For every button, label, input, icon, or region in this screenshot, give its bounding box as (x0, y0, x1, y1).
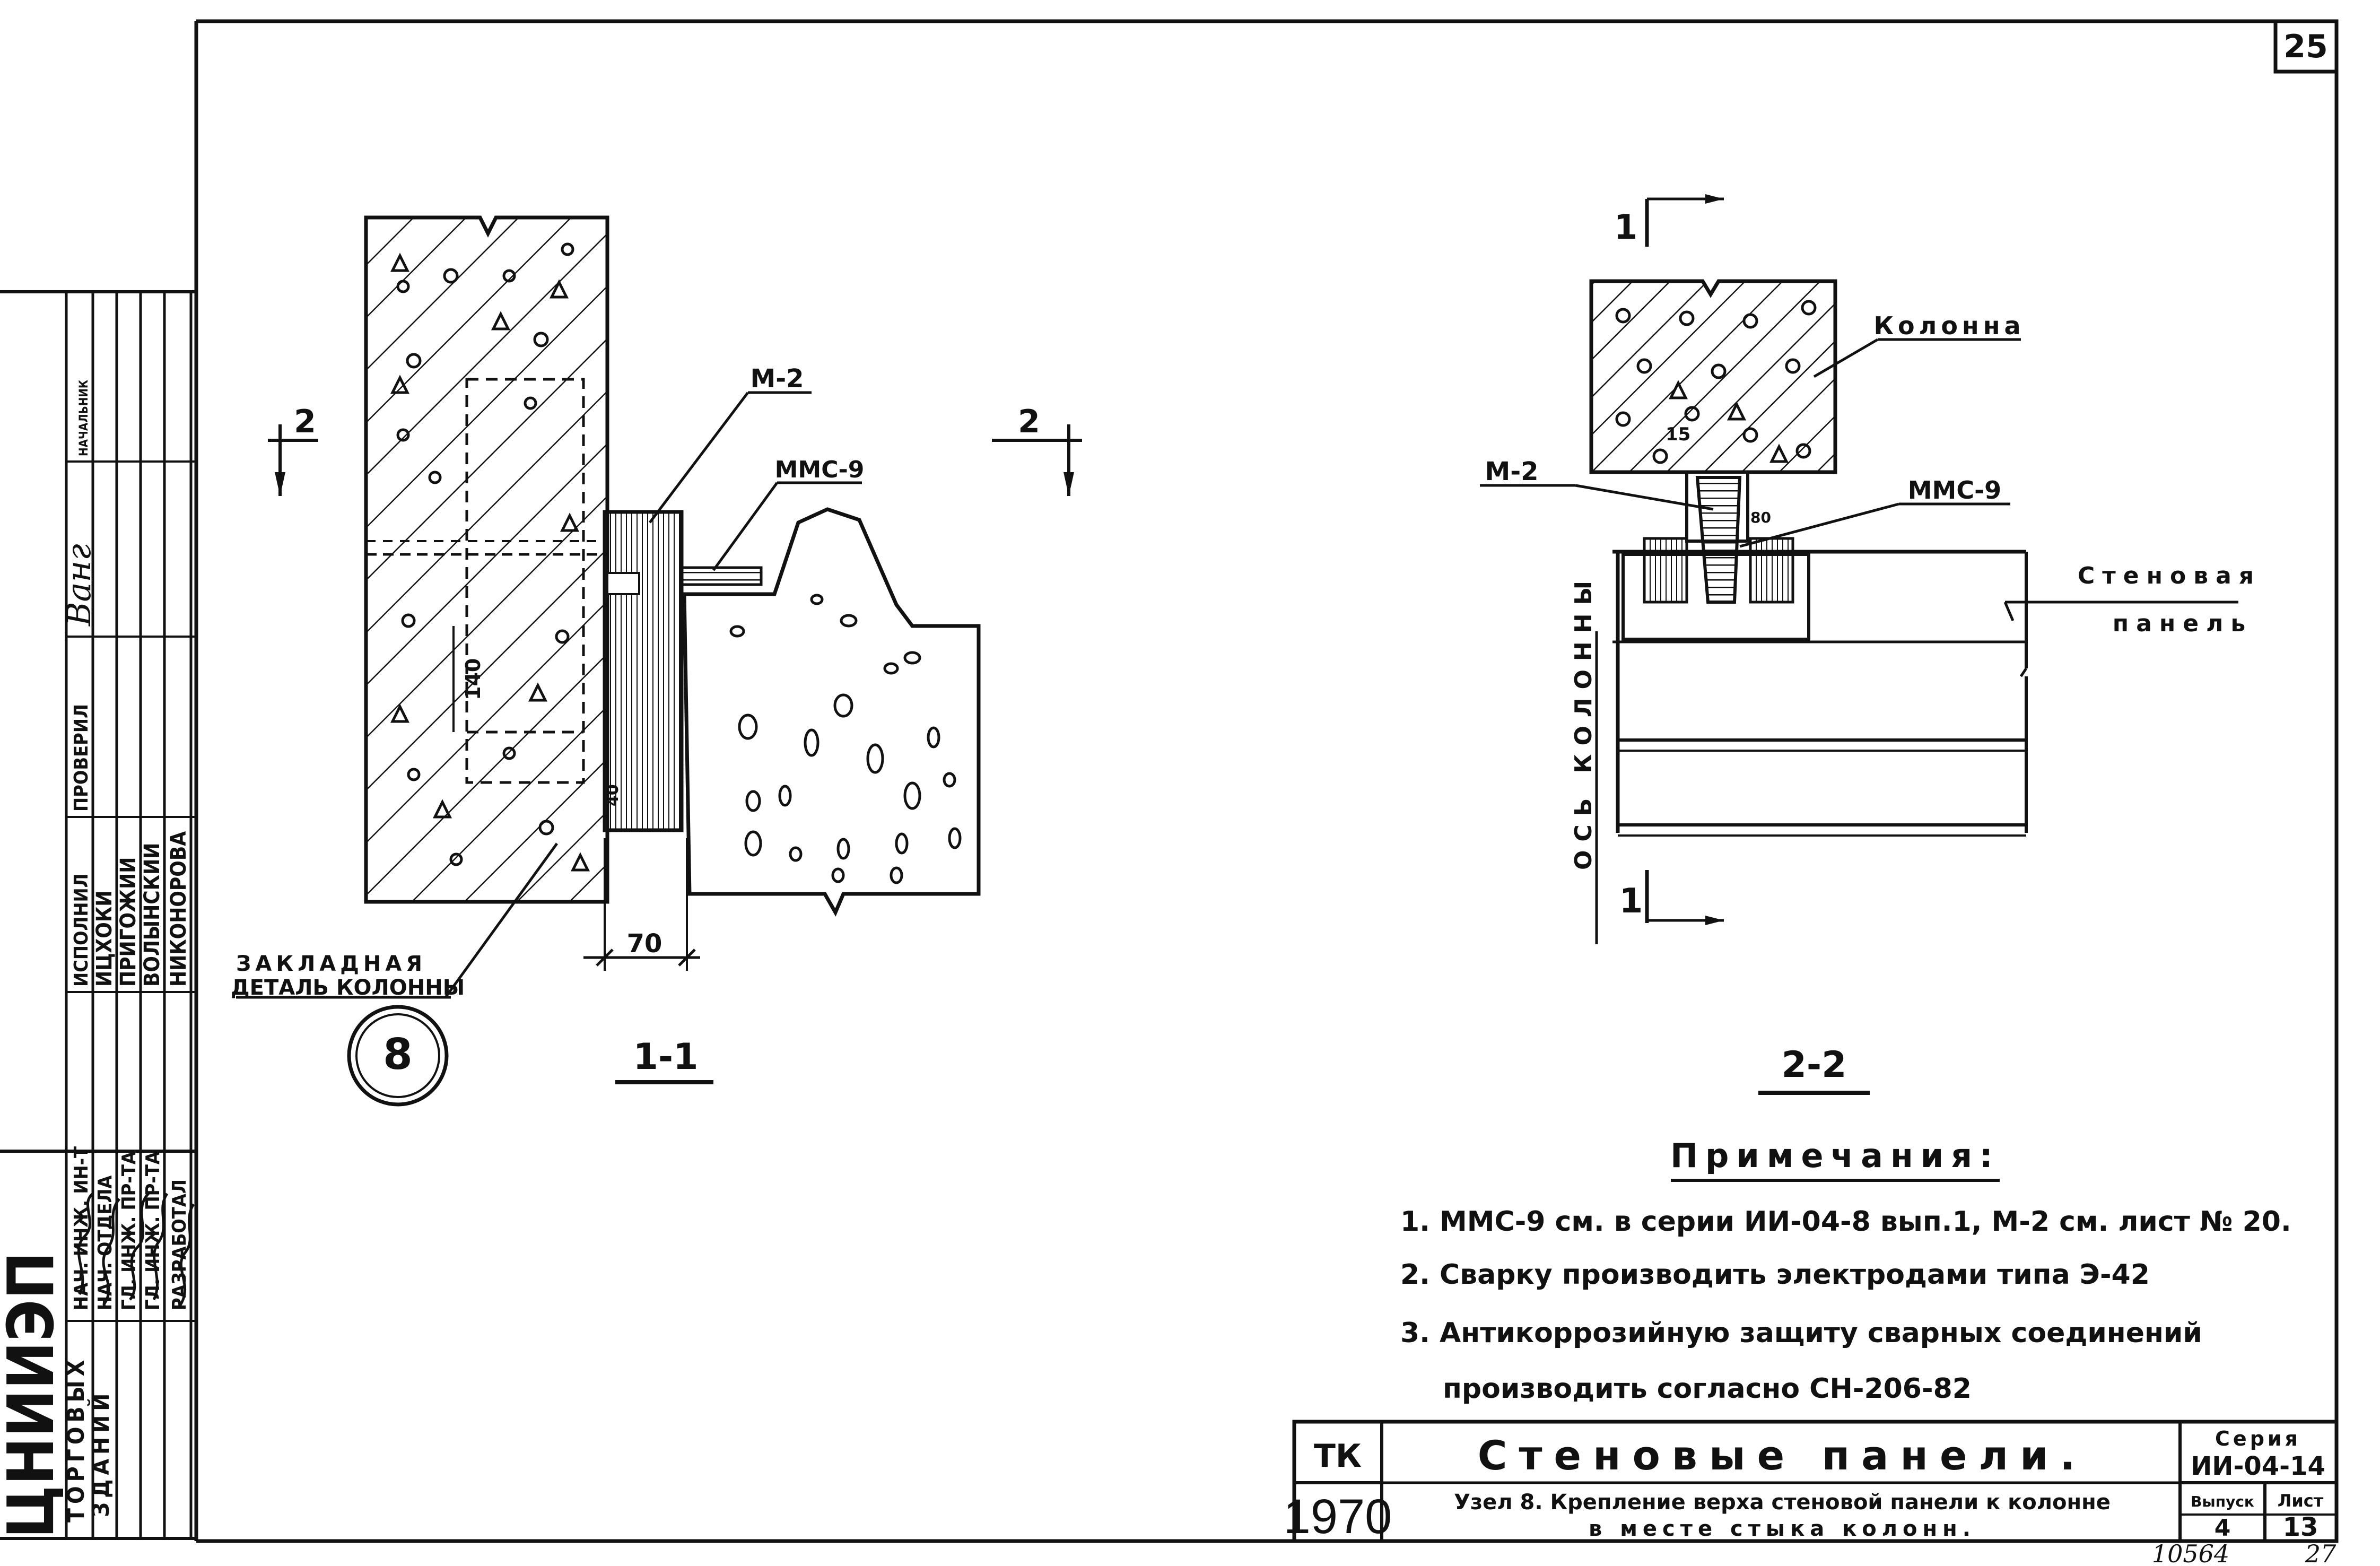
sheet-number: 25 (2283, 28, 2328, 65)
label-panel-1: Стеновая (2078, 562, 2261, 589)
notes-block: Примечания: 1. ММС-9 см. в серии ИИ-04-8… (1400, 1136, 2291, 1405)
notes-title: Примечания: (1670, 1136, 2000, 1175)
note-3: 3. Антикоррозийную защиту сварных соедин… (1400, 1317, 2202, 1349)
name-3: ВОЛЫНСКИЙ (139, 843, 164, 987)
dim-140: 140 (461, 658, 485, 700)
role-4: ГЛ. ИНЖ. ПР-ТА (142, 1151, 164, 1310)
sheet-subtitle-2: в месте стыка колонн. (1589, 1517, 1976, 1541)
column-body-1-1 (364, 215, 609, 904)
label-column: Колонна (1873, 311, 2025, 340)
label-axis: ОСЬ КОЛОННЫ (1570, 572, 1597, 870)
footer-left-number: 10564 (2152, 1539, 2229, 1566)
year: 1970 (1284, 1490, 1392, 1544)
section-mark-top: 1 (1614, 208, 1638, 247)
sheet-subtitle-1: Узел 8. Крепление верха стеновой панели … (1454, 1490, 2111, 1515)
series-label: Серия (2215, 1427, 2301, 1450)
label-panel-2: панель (2113, 610, 2253, 637)
header-checked: ПРОВЕРИЛ (71, 704, 92, 812)
institute-sub-1: ТОРГОВЫХ (63, 1356, 90, 1522)
footer-right-number: 27 (2305, 1539, 2337, 1566)
issue-label: Выпуск (2191, 1493, 2254, 1510)
dim-70: 70 (627, 929, 662, 959)
section-title-1-1: 1-1 (633, 1036, 699, 1078)
label-mms9-1-1: ММС-9 (775, 456, 865, 483)
name-4: НИКОНОРОВА (167, 831, 191, 987)
section-mark-right: 2 (1018, 403, 1040, 440)
institute-sub-2: ЗДАНИЙ (86, 1389, 115, 1517)
plate-m2 (603, 510, 684, 832)
section-title-2-2: 2-2 (1782, 1044, 1847, 1086)
name-1: ИЦХОКИ (92, 891, 117, 987)
role-3: ГЛ. ИНЖ. ПР-ТА (118, 1151, 140, 1310)
role-2: НАЧ. ОТДЕЛА (94, 1176, 116, 1310)
side-stamp: ЦНИИЭП ТОРГОВЫХ ЗДАНИЙ НАЧ. ИНЖ. ИН-Т НА… (0, 290, 196, 1540)
section-mark-bottom: 1 (1619, 882, 1643, 921)
detail-ref-number: 8 (383, 1030, 413, 1079)
header-extra: НАЧАЛЬНИК (77, 380, 91, 456)
sheet-number-box (2273, 19, 2339, 74)
title-block: ТК 1970 Стеновые панели. Узел 8. Креплен… (1284, 1420, 2339, 1544)
series-value: ИИ-04-14 (2191, 1451, 2325, 1481)
section-1-1: М-2 ММС-9 2 2 140 40 70 ЗАКЛАДНАЯ ДЕТАЛЬ… (231, 215, 1082, 1107)
issue-value: 4 (2215, 1515, 2231, 1542)
embedded-label-2: ДЕТАЛЬ КОЛОННЫ (231, 976, 465, 1000)
anchor-mms9 (680, 566, 763, 586)
label-mms9-2-2: ММС-9 (1908, 476, 2001, 504)
signatures: Ванг (59, 544, 195, 1306)
anchor-mms9-2-2 (1695, 476, 1742, 604)
note-1: 1. ММС-9 см. в серии ИИ-04-8 вып.1, М-2 … (1400, 1206, 2291, 1238)
sheet-label: Лист (2278, 1491, 2324, 1511)
sheet-value: 13 (2283, 1512, 2318, 1542)
signature-top: Ванг (59, 544, 98, 627)
sheet-title: Стеновые панели. (1478, 1432, 2087, 1479)
org-code: ТК (1314, 1438, 1362, 1475)
panel-recess (1621, 553, 1810, 641)
note-2: 2. Сварку производить электродами типа Э… (1400, 1259, 2150, 1291)
header-executors: ИСПОЛНИЛ (71, 873, 92, 987)
role-5: РАЗРАБОТАЛ (169, 1179, 190, 1310)
dim-40: 40 (604, 784, 622, 806)
label-m2-1-1: М-2 (750, 364, 804, 394)
embedded-label-1: ЗАКЛАДНАЯ (236, 952, 426, 976)
section-2-2: ОСЬ КОЛОННЫ 1 1 Колонна М-2 ММС-9 Стенов… (1480, 194, 2261, 1095)
dim-15: 15 (1666, 424, 1690, 445)
institute-name: ЦНИИЭП (0, 1251, 68, 1538)
label-m2-2-2: М-2 (1485, 457, 1538, 486)
section-mark-left: 2 (294, 403, 316, 440)
note-4: производить согласно СН-206-82 (1443, 1373, 1972, 1405)
dim-80: 80 (1750, 509, 1771, 526)
name-2: ПРИГОЖИЙ (115, 857, 141, 987)
wall-panel-1-1 (682, 507, 981, 917)
detail-ref-circle (347, 1005, 449, 1107)
